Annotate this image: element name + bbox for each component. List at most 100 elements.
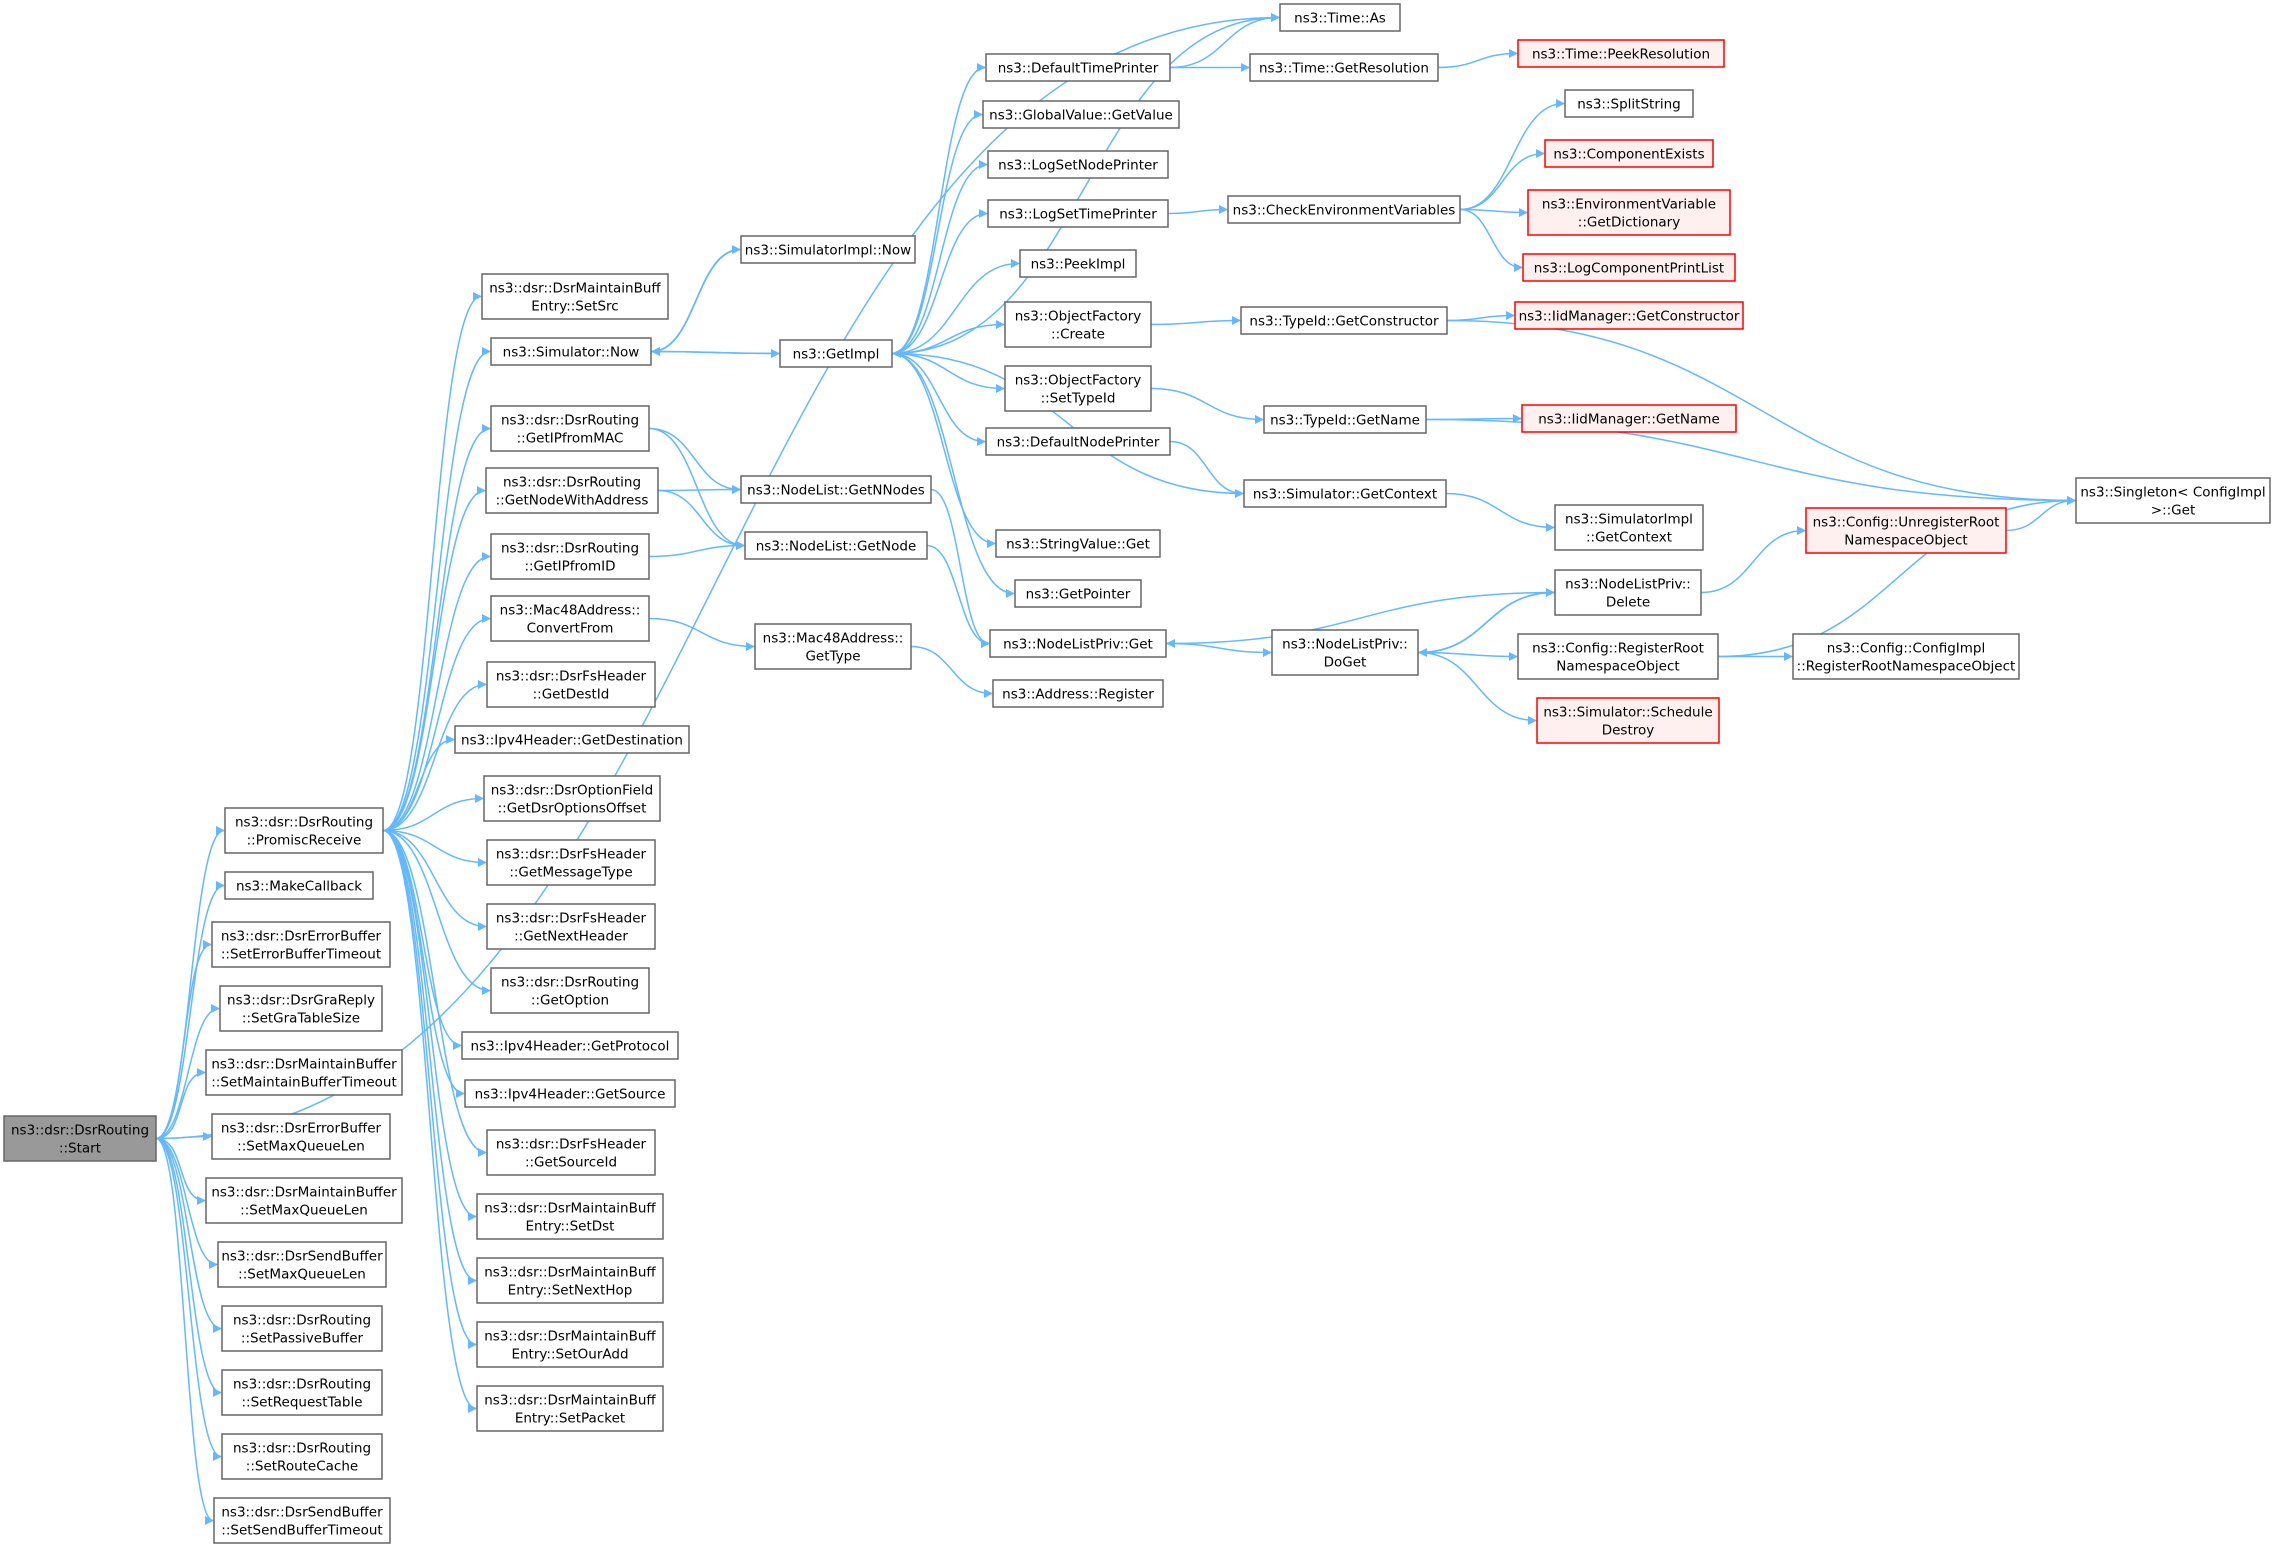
- node-of-create[interactable]: ns3::ObjectFactory::Create: [1004, 301, 1152, 348]
- edge-getimpl-to-time_as: [891, 13, 1280, 355]
- node-time-getres[interactable]: ns3::Time::GetResolution: [1249, 53, 1439, 82]
- node-label: ns3::PeekImpl: [1031, 257, 1126, 273]
- node-env-dict[interactable]: ns3::EnvironmentVariable::GetDictionary: [1527, 189, 1731, 236]
- node-label: ns3::LogSetNodePrinter: [998, 158, 1158, 174]
- node-mac48-gettype[interactable]: ns3::Mac48Address::GetType: [754, 623, 912, 670]
- node-gv-getvalue[interactable]: ns3::GlobalValue::GetValue: [982, 100, 1180, 129]
- node-label: ns3::dsr::DsrSendBuffer: [221, 1249, 383, 1265]
- node-send-maxq[interactable]: ns3::dsr::DsrSendBuffer::SetMaxQueueLen: [217, 1241, 387, 1288]
- node-box: [486, 839, 656, 886]
- node-fs-destid[interactable]: ns3::dsr::DsrFsHeader::GetDestId: [486, 661, 656, 708]
- node-nl-getnnodes[interactable]: ns3::NodeList::GetNNodes: [740, 475, 932, 504]
- node-nl-getnode[interactable]: ns3::NodeList::GetNode: [744, 531, 928, 560]
- node-reqtable[interactable]: ns3::dsr::DsrRouting::SetRequestTable: [221, 1369, 383, 1416]
- node-peekimpl[interactable]: ns3::PeekImpl: [1019, 249, 1137, 278]
- node-routecache[interactable]: ns3::dsr::DsrRouting::SetRouteCache: [221, 1433, 383, 1480]
- node-box: [985, 53, 1171, 82]
- node-log-comp-print[interactable]: ns3::LogComponentPrintList: [1522, 253, 1736, 282]
- node-fs-srcid[interactable]: ns3::dsr::DsrFsHeader::GetSourceId: [486, 1129, 656, 1176]
- node-iid-getname[interactable]: ns3::IidManager::GetName: [1521, 404, 1737, 433]
- node-setnexthop[interactable]: ns3::dsr::DsrMaintainBuffEntry::SetNextH…: [476, 1257, 664, 1304]
- node-start[interactable]: ns3::dsr::DsrRouting::Start: [3, 1115, 157, 1162]
- node-default-time-printer[interactable]: ns3::DefaultTimePrinter: [985, 53, 1171, 82]
- node-passive[interactable]: ns3::dsr::DsrRouting::SetPassiveBuffer: [221, 1305, 383, 1352]
- node-sendbuf-timeout[interactable]: ns3::dsr::DsrSendBuffer::SetSendBufferTi…: [213, 1497, 391, 1544]
- node-log-set-node[interactable]: ns3::LogSetNodePrinter: [987, 150, 1169, 179]
- node-set-maint-timeout[interactable]: ns3::dsr::DsrMaintainBuffer::SetMaintain…: [205, 1049, 403, 1096]
- edge-check_env-to-env_dict: [1459, 207, 1528, 217]
- node-label: ns3::Simulator::Schedule: [1543, 705, 1712, 721]
- node-setpacket[interactable]: ns3::dsr::DsrMaintainBuffEntry::SetPacke…: [476, 1385, 664, 1432]
- node-comp-exists[interactable]: ns3::ComponentExists: [1544, 139, 1714, 168]
- edge-promisc-to-setnexthop: [382, 829, 477, 1285]
- edge-promisc-to-setdst: [382, 829, 477, 1221]
- node-box: [740, 235, 916, 264]
- node-getip-mac[interactable]: ns3::dsr::DsrRouting::GetIPfromMAC: [490, 405, 650, 452]
- node-err-maxq[interactable]: ns3::dsr::DsrErrorBuffer::SetMaxQueueLen: [211, 1113, 391, 1160]
- node-getimpl[interactable]: ns3::GetImpl: [779, 339, 893, 368]
- node-typeid-getname[interactable]: ns3::TypeId::GetName: [1263, 405, 1427, 434]
- node-getnode-addr[interactable]: ns3::dsr::DsrRouting::GetNodeWithAddress: [485, 467, 659, 514]
- node-addr-register[interactable]: ns3::Address::Register: [992, 679, 1164, 708]
- node-time-as[interactable]: ns3::Time::As: [1279, 3, 1401, 32]
- node-typeid-getctor[interactable]: ns3::TypeId::GetConstructor: [1240, 306, 1448, 335]
- node-simimpl-getcontext[interactable]: ns3::SimulatorImpl::GetContext: [1554, 504, 1704, 551]
- node-box: [779, 339, 893, 368]
- node-check-env[interactable]: ns3::CheckEnvironmentVariables: [1227, 195, 1461, 224]
- node-sim-getcontext[interactable]: ns3::Simulator::GetContext: [1243, 479, 1447, 508]
- node-cfg-unregister[interactable]: ns3::Config::UnregisterRootNamespaceObje…: [1805, 507, 2007, 554]
- node-label: ns3::dsr::DsrRouting: [235, 815, 373, 831]
- node-label: ::SetRequestTable: [241, 1395, 362, 1411]
- edge-getnode_addr-to-nl_getnnodes: [657, 485, 741, 495]
- node-label: Entry::SetNextHop: [508, 1283, 633, 1299]
- node-maint-maxq[interactable]: ns3::dsr::DsrMaintainBuffer::SetMaxQueue…: [205, 1177, 403, 1224]
- node-box: [987, 150, 1169, 179]
- node-iid-getctor[interactable]: ns3::IidManager::GetConstructor: [1514, 301, 1744, 330]
- node-getpointer[interactable]: ns3::GetPointer: [1014, 579, 1142, 608]
- node-fs-nexthdr[interactable]: ns3::dsr::DsrFsHeader::GetNextHeader: [486, 903, 656, 950]
- node-simimpl-now[interactable]: ns3::SimulatorImpl::Now: [740, 235, 916, 264]
- node-set-gra[interactable]: ns3::dsr::DsrGraReply::SetGraTableSize: [219, 985, 383, 1032]
- node-opt-offset[interactable]: ns3::dsr::DsrOptionField::GetDsrOptionsO…: [483, 775, 661, 822]
- node-sim-now[interactable]: ns3::Simulator::Now: [490, 337, 652, 366]
- node-ipv4-proto[interactable]: ns3::Ipv4Header::GetProtocol: [461, 1031, 679, 1060]
- node-box: [754, 623, 912, 670]
- node-ipv4-dest[interactable]: ns3::Ipv4Header::GetDestination: [454, 725, 690, 754]
- edge-getimpl-to-peekimpl: [891, 259, 1020, 355]
- node-label: ns3::ObjectFactory: [1015, 309, 1142, 325]
- node-split-string[interactable]: ns3::SplitString: [1564, 89, 1694, 118]
- node-peek-res[interactable]: ns3::Time::PeekResolution: [1517, 39, 1725, 68]
- node-label: ::RegisterRootNamespaceObject: [1797, 659, 2016, 675]
- node-setouradd[interactable]: ns3::dsr::DsrMaintainBuffEntry::SetOurAd…: [476, 1321, 664, 1368]
- node-cfg-register[interactable]: ns3::Config::RegisterRootNamespaceObject: [1517, 633, 1719, 680]
- node-log-set-time[interactable]: ns3::LogSetTimePrinter: [987, 199, 1169, 228]
- node-of-settypeid[interactable]: ns3::ObjectFactory::SetTypeId: [1004, 365, 1152, 412]
- node-getip-id[interactable]: ns3::dsr::DsrRouting::GetIPfromID: [490, 533, 650, 580]
- node-promisc[interactable]: ns3::dsr::DsrRouting::PromiscReceive: [224, 807, 384, 854]
- node-ipv4-src[interactable]: ns3::Ipv4Header::GetSource: [464, 1079, 676, 1108]
- node-box: [1805, 507, 2007, 554]
- edge-log_set_time-to-check_env: [1167, 205, 1228, 215]
- node-cfgimpl-register[interactable]: ns3::Config::ConfigImpl::RegisterRootNam…: [1792, 633, 2020, 680]
- node-label: ns3::dsr::DsrFsHeader: [496, 669, 647, 685]
- node-make-callback[interactable]: ns3::MakeCallback: [224, 871, 374, 900]
- node-default-node-printer[interactable]: ns3::DefaultNodePrinter: [985, 427, 1171, 456]
- node-nlpriv-doget[interactable]: ns3::NodeListPriv::DoGet: [1271, 629, 1419, 676]
- node-stringvalue-get[interactable]: ns3::StringValue::Get: [995, 529, 1161, 558]
- node-box: [483, 775, 661, 822]
- node-fs-msgtype[interactable]: ns3::dsr::DsrFsHeader::GetMessageType: [486, 839, 656, 886]
- node-set-err-timeout[interactable]: ns3::dsr::DsrErrorBuffer::SetErrorBuffer…: [211, 921, 391, 968]
- node-routing-getoption[interactable]: ns3::dsr::DsrRouting::GetOption: [490, 967, 650, 1014]
- node-label: ns3::Address::Register: [1002, 687, 1154, 703]
- edge-start-to-maint_maxq: [155, 1137, 206, 1205]
- node-nlpriv-get[interactable]: ns3::NodeListPriv::Get: [989, 629, 1167, 658]
- node-box: [490, 967, 650, 1014]
- node-box: [740, 475, 932, 504]
- node-mac48-convert[interactable]: ns3::Mac48Address::ConvertFrom: [490, 595, 650, 642]
- node-box: [1522, 253, 1736, 282]
- node-nlpriv-delete[interactable]: ns3::NodeListPriv::Delete: [1554, 569, 1702, 616]
- node-singleton-get[interactable]: ns3::Singleton< ConfigImpl >::Get: [2075, 477, 2271, 524]
